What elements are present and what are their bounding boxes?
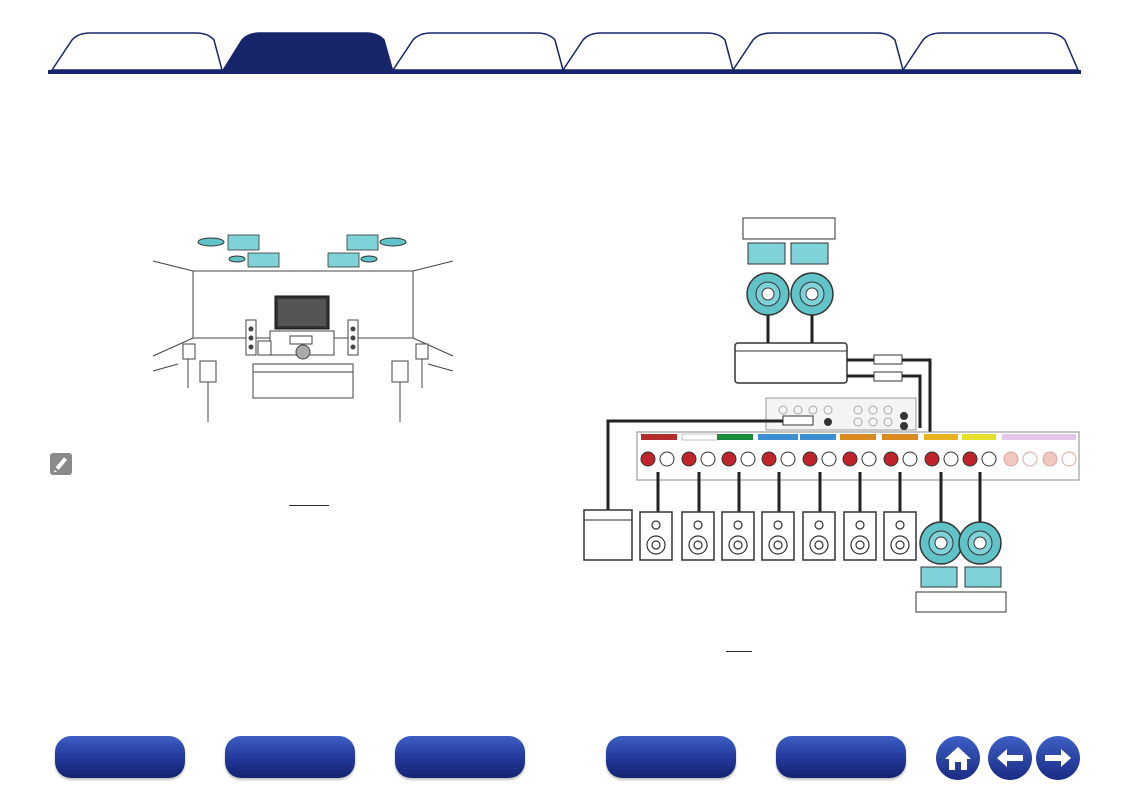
external-amp-label-box [742,217,836,240]
pencil-icon [50,453,72,475]
subwoofer-icon [583,509,633,561]
home-icon [945,747,971,770]
page-reference-link[interactable] [726,651,752,652]
nav-button-3[interactable] [395,736,525,778]
tab-strip [50,32,1080,73]
surround-speaker-icon [415,343,429,360]
tab-5[interactable] [731,32,904,71]
power-amplifier-icon [734,342,848,384]
tab-underline [48,70,1081,74]
speaker-label-box [327,252,360,268]
surround-speaker-icon [182,343,196,360]
back-button[interactable] [988,736,1032,780]
speaker-label-box [920,566,958,588]
forward-button[interactable] [1036,736,1080,780]
nav-button-4[interactable] [606,736,736,778]
ceiling-speaker-icon [360,255,378,263]
home-button[interactable] [936,736,980,780]
speaker-layout-illustration [148,226,458,436]
nav-button-5[interactable] [776,736,906,778]
tab-1[interactable] [50,32,223,71]
tab-3[interactable] [391,32,564,71]
wiring-diagram [578,210,1088,615]
ceiling-speaker-icon [228,255,246,263]
top-tab-bar [0,0,1135,80]
surround-back-speaker-icon [199,360,217,383]
nav-button-1[interactable] [55,736,185,778]
speaker-label-box [964,566,1002,588]
speaker-label-box [227,234,260,251]
speaker-label-box [247,252,280,268]
tab-6[interactable] [901,32,1080,71]
subwoofer-icon [257,340,272,356]
receiver-label-box [915,591,1007,613]
arrow-left-icon [997,749,1023,767]
tab-4[interactable] [561,32,734,71]
speaker-label-box [747,242,786,265]
arrow-right-icon [1045,749,1071,767]
speaker-label-box [346,234,379,251]
page-reference-link[interactable] [289,505,329,506]
ceiling-speaker-icon [379,237,407,247]
ceiling-speaker-icon [197,237,225,247]
tab-2[interactable] [220,32,394,73]
sofa-icon [252,363,354,399]
listener-icon [295,344,311,360]
surround-back-speaker-icon [391,360,409,383]
speaker-label-box [790,242,829,265]
nav-button-2[interactable] [225,736,355,778]
